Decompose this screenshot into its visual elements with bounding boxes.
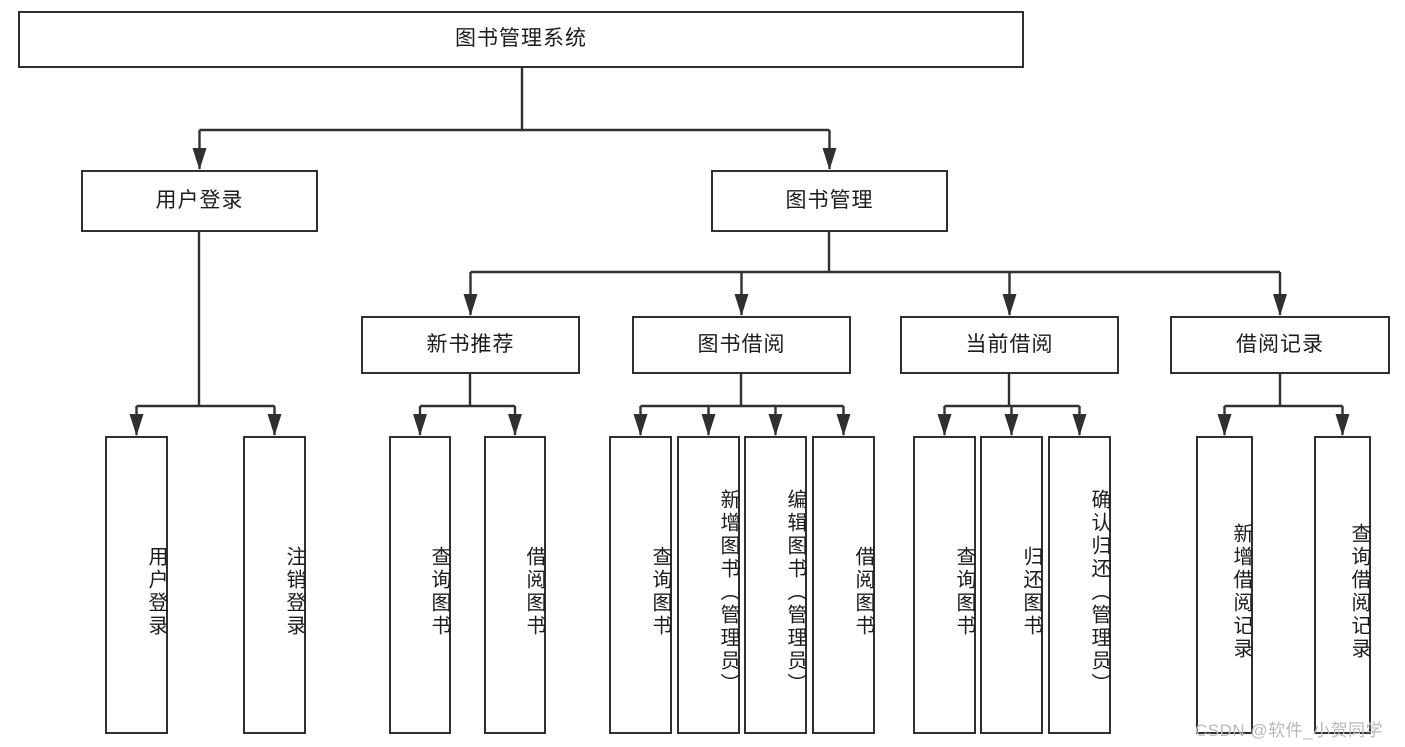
arrowhead-leaf-logout [267,414,282,436]
node-label: 图书管理系统 [455,27,587,51]
arrowhead-user-login [192,148,207,170]
arrowhead-borrow-record [1273,294,1287,316]
arrowhead-new-book-rec [463,294,478,316]
node-label: 借阅图书 [852,546,874,638]
node-label: 注销登录 [283,546,305,638]
arrowhead-leaf-query-record [1335,414,1350,436]
node-label: 编辑图书（管理员） [784,488,806,696]
node-label: 当前借阅 [965,332,1054,356]
arrowhead-leaf-borrow-book-1 [508,414,522,436]
node-label: 新增借阅记录 [1230,523,1252,661]
arrowhead-leaf-add-record [1217,414,1232,436]
node-leaf-query-book-2[interactable]: 查询图书 [609,436,672,734]
node-book-borrow[interactable]: 图书借阅 [632,316,851,374]
node-label: 确认归还（管理员） [1088,488,1110,696]
arrowhead-leaf-user-login [129,414,144,436]
arrowhead-book-borrow [734,294,749,316]
arrowhead-leaf-query-book-1 [413,414,427,436]
node-leaf-edit-book[interactable]: 编辑图书（管理员） [744,436,807,734]
node-label: 图书管理 [785,188,874,212]
node-label: 新书推荐 [426,332,515,356]
node-current-borrow[interactable]: 当前借阅 [900,316,1119,374]
node-label: 新增图书（管理员） [717,488,739,696]
node-leaf-borrow-book-2[interactable]: 借阅图书 [812,436,875,734]
arrowhead-leaf-query-book-3 [937,414,952,436]
watermark-text: CSDN @软件_小贺同学 [1195,721,1384,740]
node-label: 查询借阅记录 [1348,523,1370,661]
arrowhead-leaf-borrow-book-2 [836,414,851,436]
node-leaf-confirm-return[interactable]: 确认归还（管理员） [1048,436,1111,734]
arrowhead-leaf-edit-book [768,414,783,436]
node-leaf-add-book[interactable]: 新增图书（管理员） [677,436,740,734]
node-leaf-query-book-1[interactable]: 查询图书 [389,436,451,734]
node-root[interactable]: 图书管理系统 [18,11,1024,68]
node-user-login[interactable]: 用户登录 [81,170,318,232]
node-label: 图书借阅 [697,332,786,356]
arrowhead-book-manage [822,148,837,170]
node-label: 借阅记录 [1236,332,1324,356]
node-label: 用户登录 [155,188,244,212]
node-label: 借阅图书 [523,546,545,638]
node-book-manage[interactable]: 图书管理 [711,170,948,232]
node-new-book-rec[interactable]: 新书推荐 [361,316,580,374]
node-leaf-return-book[interactable]: 归还图书 [980,436,1043,734]
arrowhead-leaf-return-book [1004,414,1019,436]
node-leaf-query-record[interactable]: 查询借阅记录 [1314,436,1371,734]
arrowhead-leaf-confirm-return [1072,414,1087,436]
node-borrow-record[interactable]: 借阅记录 [1170,316,1390,374]
node-leaf-query-book-3[interactable]: 查询图书 [913,436,976,734]
node-leaf-logout[interactable]: 注销登录 [243,436,306,734]
node-leaf-user-login[interactable]: 用户登录 [105,436,168,734]
node-label: 用户登录 [145,546,167,638]
node-label: 查询图书 [428,546,450,638]
arrowhead-leaf-query-book-2 [633,414,648,436]
arrowhead-current-borrow [1002,294,1017,316]
arrowhead-leaf-add-book [701,414,716,436]
node-label: 查询图书 [953,546,975,638]
node-label: 归还图书 [1020,546,1042,638]
node-label: 查询图书 [649,546,671,638]
node-leaf-add-record[interactable]: 新增借阅记录 [1196,436,1253,734]
node-leaf-borrow-book-1[interactable]: 借阅图书 [484,436,546,734]
